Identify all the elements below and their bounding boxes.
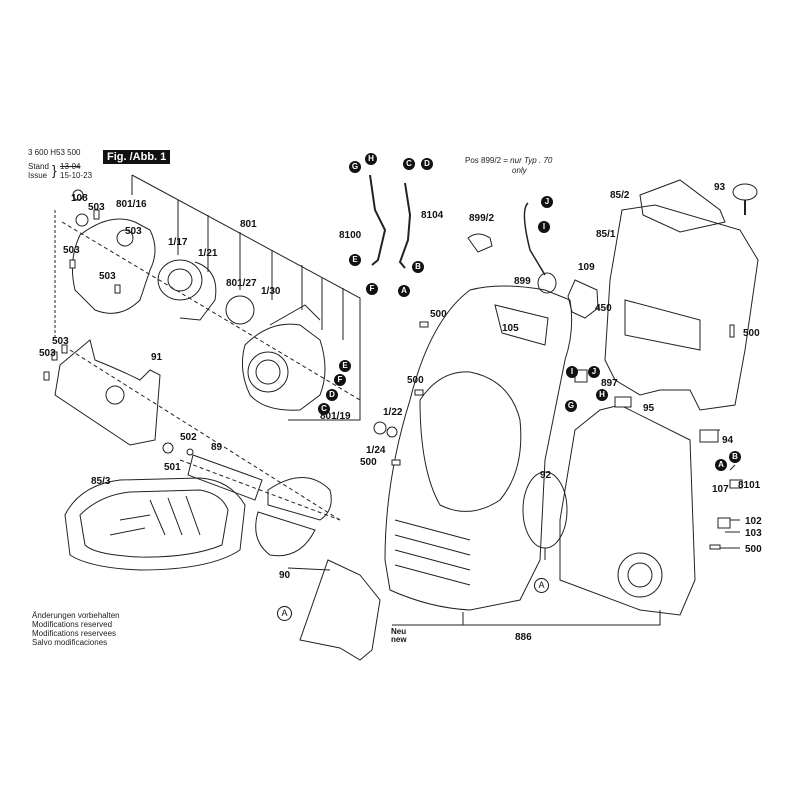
group-bracket-801 xyxy=(131,174,361,421)
part-label-897[interactable]: 897 xyxy=(601,378,618,389)
connector-marker-i: I xyxy=(538,221,550,233)
part-label-93[interactable]: 93 xyxy=(714,182,726,193)
stand-label: Stand xyxy=(28,162,49,171)
note-pos: Pos 899/2 xyxy=(465,156,502,165)
note-position: Pos 899/2 = nur Typ . 70 xyxy=(465,156,552,165)
part-label-801-27[interactable]: 801/27 xyxy=(226,278,257,289)
connector-marker-c: C xyxy=(318,403,330,415)
note-text-de: nur Typ . 70 xyxy=(510,156,553,165)
connector-marker-i: I xyxy=(566,366,578,378)
connector-marker-b: B xyxy=(729,451,741,463)
part-label-500[interactable]: 500 xyxy=(745,544,762,555)
part-label-503[interactable]: 503 xyxy=(63,245,80,256)
part-label-102[interactable]: 102 xyxy=(745,516,762,527)
part-label-801[interactable]: 801 xyxy=(240,219,257,230)
part-label-899[interactable]: 899 xyxy=(514,276,531,287)
brace: } xyxy=(52,162,57,178)
connector-marker-h: H xyxy=(365,153,377,165)
connector-marker-h: H xyxy=(596,389,608,401)
part-label-109[interactable]: 109 xyxy=(578,262,595,273)
reference-marker-a: A xyxy=(534,578,549,593)
part-label-85-2[interactable]: 85/2 xyxy=(610,190,630,201)
part-label-8101[interactable]: 8101 xyxy=(738,480,761,491)
footer-line-es: Salvo modificaciones xyxy=(32,638,108,647)
part-label-8104[interactable]: 8104 xyxy=(421,210,444,221)
part-label-1-22[interactable]: 1/22 xyxy=(383,407,403,418)
tray-shape xyxy=(64,477,246,571)
part-label-8100[interactable]: 8100 xyxy=(339,230,362,241)
part-label-90[interactable]: 90 xyxy=(279,570,291,581)
part-label-503[interactable]: 503 xyxy=(99,271,116,282)
connector-marker-d: D xyxy=(326,389,338,401)
part-label-105[interactable]: 105 xyxy=(502,323,519,334)
new-label: new xyxy=(391,635,407,644)
footer-line-en: Modifications reserved xyxy=(32,620,113,629)
connector-marker-c: C xyxy=(403,158,415,170)
figure-label: Fig. /Abb. 1 xyxy=(103,150,171,164)
stand-value: 13-04 xyxy=(60,162,81,171)
footer-line-de: Änderungen vorbehalten xyxy=(32,611,120,620)
chute-shape xyxy=(299,559,381,661)
reference-marker-a: A xyxy=(277,606,292,621)
connector-marker-a: A xyxy=(715,459,727,471)
part-label-500[interactable]: 500 xyxy=(407,375,424,386)
footer-line-fr: Modifications reservees xyxy=(32,629,117,638)
part-label-103[interactable]: 103 xyxy=(745,528,762,539)
part-label-503[interactable]: 503 xyxy=(125,226,142,237)
part-label-85-1[interactable]: 85/1 xyxy=(596,229,616,240)
issue-value: 15-10-23 xyxy=(60,171,93,180)
part-label-91[interactable]: 91 xyxy=(151,352,163,363)
side-housing-shape xyxy=(559,404,696,616)
part-label-95[interactable]: 95 xyxy=(643,403,655,414)
part-label-503[interactable]: 503 xyxy=(88,202,105,213)
connector-marker-g: G xyxy=(349,161,361,173)
part-label-1-17[interactable]: 1/17 xyxy=(168,237,188,248)
part-label-92[interactable]: 92 xyxy=(540,470,552,481)
part-label-503[interactable]: 503 xyxy=(39,348,56,359)
part-label-1-24[interactable]: 1/24 xyxy=(366,445,386,456)
part-label-500[interactable]: 500 xyxy=(360,457,377,468)
part-label-1-21[interactable]: 1/21 xyxy=(198,248,218,259)
connector-marker-g: G xyxy=(565,400,577,412)
connector-marker-j: J xyxy=(541,196,553,208)
part-label-801-16[interactable]: 801/16 xyxy=(116,199,147,210)
gear-plate-shape xyxy=(71,218,156,314)
hopper-shape xyxy=(604,204,759,411)
connector-marker-j: J xyxy=(588,366,600,378)
part-label-886[interactable]: 886 xyxy=(515,632,532,643)
part-label-1-30[interactable]: 1/30 xyxy=(261,286,281,297)
part-label-108[interactable]: 108 xyxy=(71,193,88,204)
part-label-500[interactable]: 500 xyxy=(430,309,447,320)
part-label-503[interactable]: 503 xyxy=(52,336,69,347)
note-eq: = xyxy=(503,156,508,165)
connector-marker-a: A xyxy=(398,285,410,297)
part-label-94[interactable]: 94 xyxy=(722,435,734,446)
connector-marker-e: E xyxy=(349,254,361,266)
main-housing-shape xyxy=(384,285,573,611)
part-label-85-3[interactable]: 85/3 xyxy=(91,476,111,487)
part-label-502[interactable]: 502 xyxy=(180,432,197,443)
connector-marker-f: F xyxy=(334,374,346,386)
connector-marker-d: D xyxy=(421,158,433,170)
connector-marker-e: E xyxy=(339,360,351,372)
part-label-801-19[interactable]: 801/19 xyxy=(320,411,351,422)
part-label-107[interactable]: 107 xyxy=(712,484,729,495)
part-label-500[interactable]: 500 xyxy=(743,328,760,339)
document-number: 3 600 H53 500 xyxy=(28,148,81,157)
part-label-89[interactable]: 89 xyxy=(211,442,223,453)
note-text-en: only xyxy=(512,166,527,175)
connector-marker-b: B xyxy=(412,261,424,273)
neu-label: Neu xyxy=(391,627,407,636)
connector-marker-f: F xyxy=(366,283,378,295)
part-label-899-2[interactable]: 899/2 xyxy=(469,213,495,224)
part-label-450[interactable]: 450 xyxy=(595,303,612,314)
issue-label: Issue xyxy=(28,171,48,180)
part-label-501[interactable]: 501 xyxy=(164,462,181,473)
